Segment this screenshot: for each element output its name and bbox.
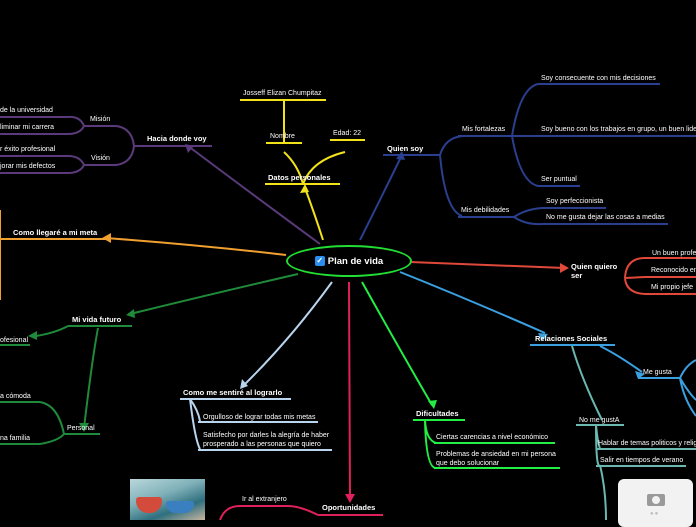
link-relaciones [399, 271, 546, 334]
link-oportunidades [348, 281, 351, 501]
sentire-item[interactable]: Orgulloso de lograr todas mis metas [203, 414, 316, 421]
topic-mi-vida-futuro[interactable]: Mi vida futuro [72, 315, 122, 324]
subtopic-nombre[interactable]: Nombre [270, 133, 295, 140]
boat-shape [166, 501, 194, 513]
boats-photo [130, 479, 205, 520]
dots-icon: ●● [650, 511, 660, 517]
subtopic-vision[interactable]: Visión [91, 155, 110, 162]
topic-relaciones-sociales[interactable]: Relaciones Sociales [535, 334, 608, 343]
topic-como-me-sentire[interactable]: Como me sentiré al lograrlo [183, 388, 283, 397]
link-hacia-donde [187, 145, 321, 245]
subtopic-me-gusta[interactable]: Me gusta [643, 369, 672, 376]
quiero-item[interactable]: Un buen profe [652, 250, 696, 257]
central-topic-label: Plan de vida [327, 255, 384, 267]
vision-item[interactable]: jorar mis defectos [0, 163, 56, 170]
link-quien-soy [359, 154, 403, 241]
link-como-llegare [105, 237, 287, 256]
boat-shape [136, 497, 162, 513]
no-gusta-item[interactable]: Hablar de temas politicos y relig [598, 440, 696, 447]
link-como-sentire [242, 281, 333, 387]
subtopic-no-me-gusta[interactable]: No me gustA [579, 417, 620, 424]
link-datos [304, 187, 324, 241]
checkbox-icon: ✓ [314, 256, 325, 266]
no-gusta-item[interactable]: Salir en tiempos de verano [600, 457, 684, 464]
vision-item[interactable]: r éxito profesional [0, 146, 56, 153]
topic-datos-personales[interactable]: Datos personales [268, 173, 331, 182]
central-topic[interactable]: ✓ Plan de vida [286, 245, 412, 277]
link-quien-quiero [409, 261, 566, 269]
fortaleza-item[interactable]: Soy consecuente con mis decisiones [541, 75, 656, 82]
oportunidad-item[interactable]: Ir al extranjero [242, 496, 287, 503]
subtopic-mision[interactable]: Misión [90, 116, 111, 123]
camera-icon [647, 494, 665, 506]
topic-dificultades[interactable]: Dificultades [416, 409, 459, 418]
sentire-item[interactable]: Satisfecho por darles la alegría de habe… [203, 432, 330, 448]
subtopic-edad[interactable]: Edad: 22 [333, 130, 362, 137]
subtopic-nombre-value[interactable]: Josseff Elizan Chumpitaz [243, 90, 322, 97]
subtopic-profesional[interactable]: ofesional [0, 337, 29, 344]
link-mi-vida [129, 273, 299, 315]
topic-quien-soy[interactable]: Quien soy [387, 144, 424, 153]
subtopic-fortalezas[interactable]: Mis fortalezas [462, 126, 506, 133]
mision-item[interactable]: de la universidad [0, 107, 53, 114]
quiero-item[interactable]: Mi propio jefe [651, 284, 694, 291]
link-dificultades [361, 281, 433, 406]
topic-como-llegare[interactable]: Como llegaré a mi meta [13, 228, 98, 237]
subtopic-personal[interactable]: Personal [67, 425, 95, 432]
subtopic-debilidades[interactable]: Mis debilidades [461, 207, 510, 214]
image-placeholder[interactable]: ●● [618, 479, 693, 527]
debilidad-item[interactable]: Soy perfeccionista [546, 198, 604, 205]
debilidad-item[interactable]: No me gusta dejar las cosas a medias [546, 214, 665, 221]
personal-item[interactable]: na familia [0, 435, 30, 442]
topic-quien-quiero-ser[interactable]: Quien quiero ser [571, 262, 618, 280]
topic-oportunidades[interactable]: Oportunidades [322, 503, 376, 512]
dificultad-item[interactable]: Problemas de ansiedad en mi persona que … [436, 451, 556, 467]
mision-item[interactable]: liminar mi carrera [0, 124, 55, 131]
topic-hacia-donde-voy[interactable]: Hacia donde voy [147, 134, 207, 143]
fortaleza-item[interactable]: Ser puntual [541, 176, 577, 183]
dificultad-item[interactable]: Ciertas carencias a nivel económico [436, 434, 549, 441]
personal-item[interactable]: a cómoda [0, 393, 31, 400]
quiero-item[interactable]: Reconocido en [651, 267, 696, 274]
fortaleza-item[interactable]: Soy bueno con los trabajos en grupo, un … [541, 126, 696, 133]
